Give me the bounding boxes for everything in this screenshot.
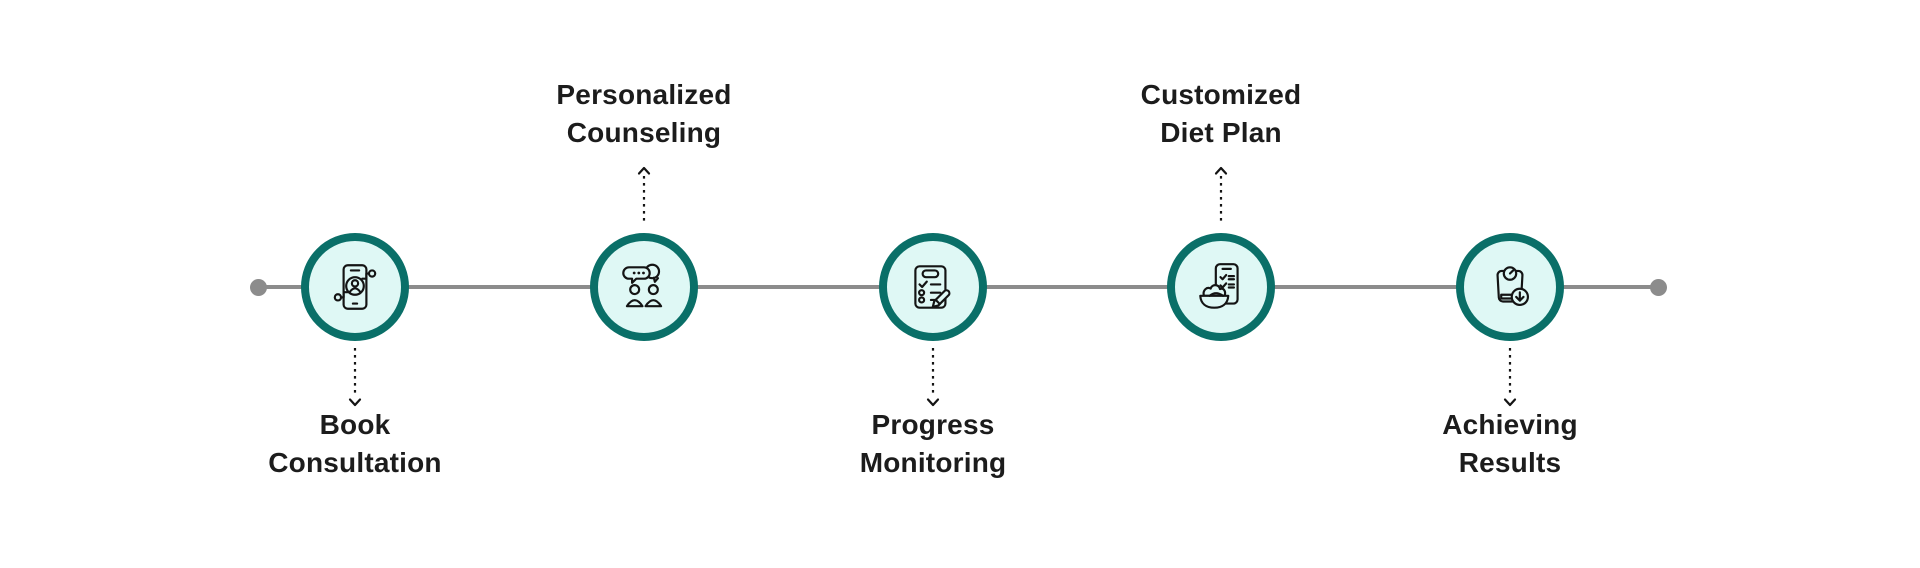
step-label-line2: Monitoring: [859, 447, 1007, 478]
timeline-end-dot: [1650, 279, 1667, 296]
dashed-arrow-up: [1214, 166, 1228, 225]
step-circle: [879, 233, 987, 341]
dashed-arrow-down: [926, 348, 940, 407]
step-label-line1: Personalized: [556, 79, 732, 110]
counseling-people-icon: [622, 263, 663, 308]
step-label-line2: Diet Plan: [1160, 117, 1282, 148]
step-label-line2: Consultation: [268, 447, 442, 478]
diet-plan-phone-icon: [1199, 263, 1239, 309]
step-label-line1: Progress: [871, 409, 995, 440]
step-label: Progress Monitoring: [783, 406, 1083, 482]
step-customized-diet-plan: Customized Diet Plan: [1071, 0, 1371, 568]
step-label-line1: Achieving: [1442, 409, 1578, 440]
step-label-line2: Results: [1458, 447, 1562, 478]
step-circle: [301, 233, 409, 341]
step-circle: [590, 233, 698, 341]
checklist-pencil-icon: [914, 265, 951, 309]
dashed-arrow-down: [348, 348, 362, 407]
phone-consultation-icon: [333, 264, 377, 310]
step-personalized-counseling: Personalized Counseling: [494, 0, 794, 568]
step-circle: [1167, 233, 1275, 341]
step-label: Personalized Counseling: [494, 76, 794, 152]
step-progress-monitoring: Progress Monitoring: [783, 0, 1083, 568]
dashed-arrow-down: [1503, 348, 1517, 407]
step-label-line1: Book: [319, 409, 391, 440]
step-label: Customized Diet Plan: [1071, 76, 1371, 152]
step-circle: [1456, 233, 1564, 341]
step-book-consultation: Book Consultation: [205, 0, 505, 568]
weight-scale-arrow-icon: [1496, 266, 1530, 307]
step-label: Book Consultation: [205, 406, 505, 482]
step-label: Achieving Results: [1360, 406, 1660, 482]
timeline-start-dot: [250, 279, 267, 296]
step-label-line2: Counseling: [566, 117, 722, 148]
step-label-line1: Customized: [1140, 79, 1302, 110]
step-achieving-results: Achieving Results: [1360, 0, 1660, 568]
dashed-arrow-up: [637, 166, 651, 225]
